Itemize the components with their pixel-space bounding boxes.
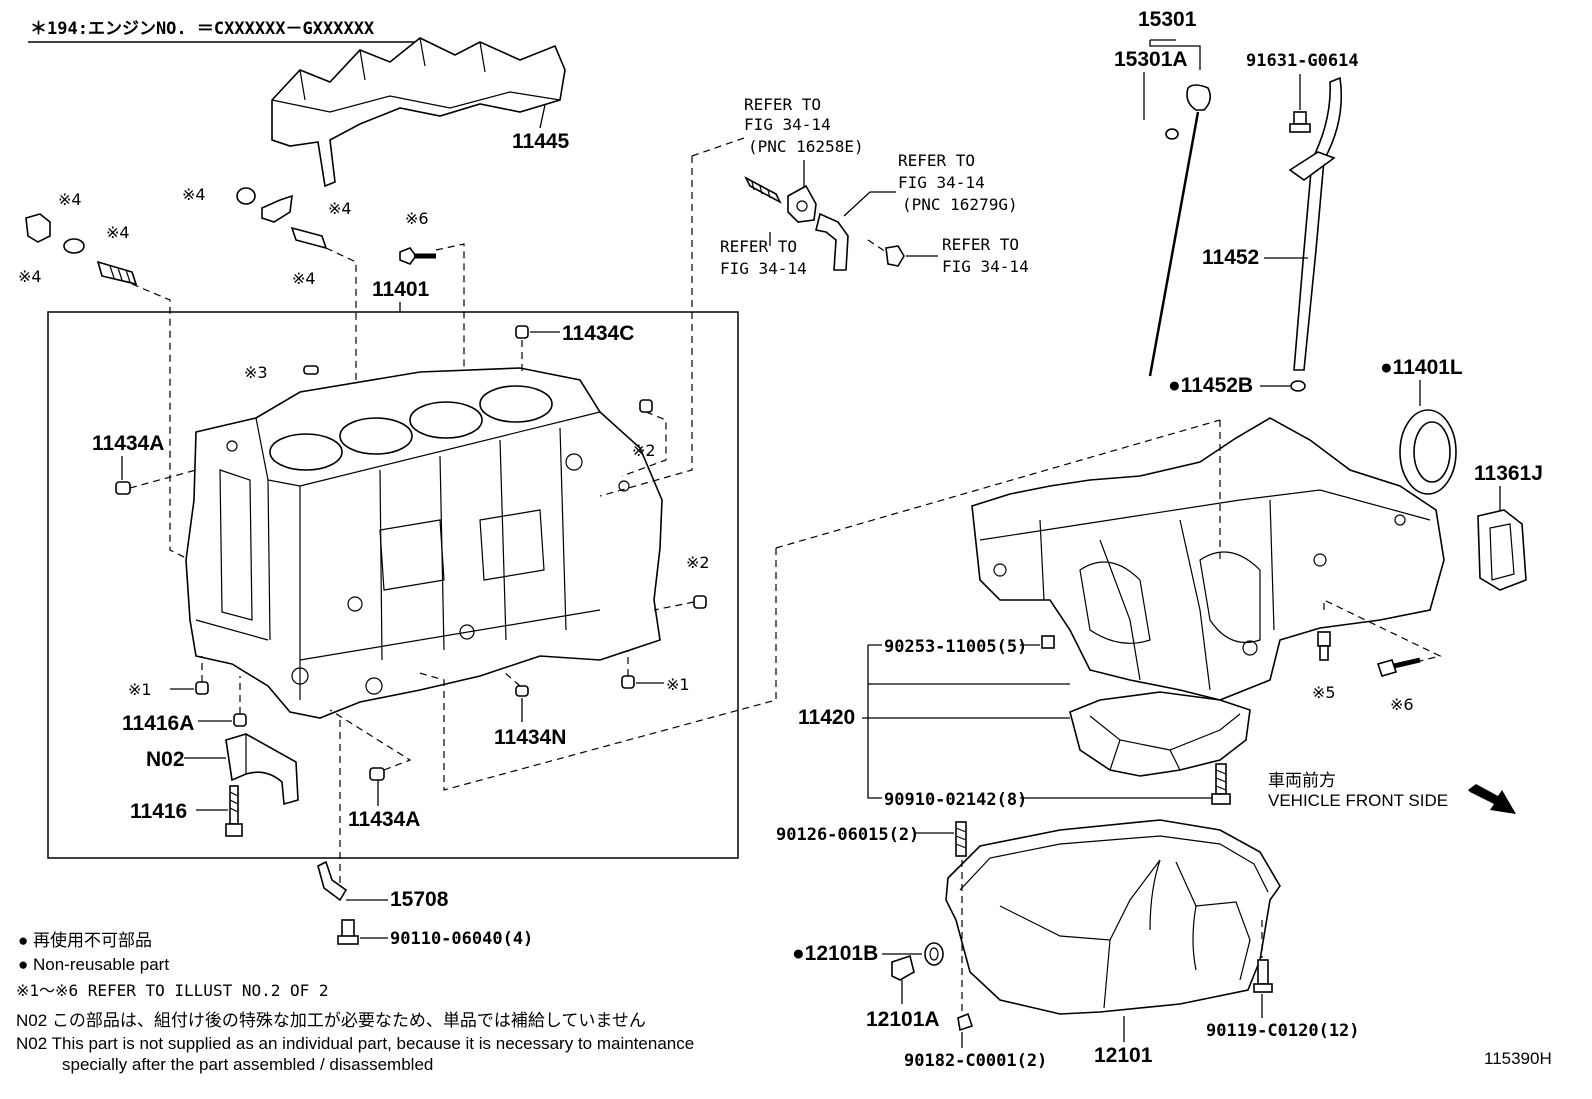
mark-6a: ※6 — [405, 209, 429, 228]
label-11401L: ●11401L — [1380, 356, 1463, 379]
mark-4f: ※4 — [292, 269, 316, 288]
stiffening-crankcase — [971, 417, 1445, 701]
legend-n02-jp: N02 この部品は、組付け後の特殊な加工が必要なため、単品では補給していません — [16, 1011, 646, 1030]
header-note: ＊194:エンジンNO. ＝CXXXXXX－GXXXXXX — [30, 19, 375, 39]
vehicle-front-en: VEHICLE FRONT SIDE — [1268, 791, 1448, 810]
label-12101: 12101 — [1094, 1044, 1153, 1067]
label-90253: 90253-11005(5) — [884, 637, 1027, 657]
legend-n02-en-2: specially after the part assembled / dis… — [62, 1055, 433, 1074]
label-90126: 90126-06015(2) — [776, 825, 919, 845]
oil-pan-bolts — [1041, 631, 1421, 805]
label-11434C: 11434C — [562, 322, 634, 345]
label-11416: 11416 — [130, 800, 187, 823]
refer-1-line2: FIG 34-14 — [744, 115, 831, 134]
oil-jet — [317, 860, 359, 945]
label-15708: 15708 — [390, 888, 449, 911]
refer-1-line3: (PNC 16258E) — [748, 137, 864, 156]
illustration-number: 115390H — [1484, 1049, 1552, 1068]
legend-n02-en-1: N02 This part is not supplied as an indi… — [16, 1034, 694, 1053]
bearing-cap — [225, 733, 299, 806]
refer-1-line1: REFER TO — [744, 95, 821, 114]
label-90910: 90910-02142(8) — [884, 790, 1027, 810]
refer-3-line2: FIG 34-14 — [720, 259, 807, 278]
refer-2-line3: (PNC 16279G) — [902, 195, 1018, 214]
main-bearing-cap-bolt — [225, 785, 243, 837]
oil-pan-baffle — [1069, 691, 1251, 777]
label-11445: 11445 — [512, 130, 570, 153]
crankshaft-rear-oil-seal — [1399, 409, 1457, 495]
label-11401: 11401 — [372, 278, 430, 301]
engine-block-frame — [47, 311, 739, 859]
label-90110: 90110-06040(4) — [390, 929, 533, 949]
mark-3: ※3 — [244, 363, 268, 382]
dowel-pins — [115, 325, 707, 781]
label-11452B: ●11452B — [1168, 374, 1253, 397]
cylinder-head-cover-insulator — [271, 37, 566, 188]
legend-nonreusable-jp: ● 再使用不可部品 — [18, 930, 152, 950]
mark-5: ※5 — [1312, 683, 1336, 702]
mark-2a: ※2 — [632, 441, 656, 460]
label-15301: 15301 — [1138, 8, 1197, 31]
label-11434A-bot: 11434A — [348, 808, 420, 831]
legend-refer: ※1～※6 REFER TO ILLUST NO.2 OF 2 — [16, 981, 329, 1000]
refer-2-line2: FIG 34-14 — [898, 173, 985, 192]
label-90182: 90182-C0001(2) — [904, 1051, 1047, 1071]
vehicle-front-arrow-icon — [1468, 784, 1516, 814]
refer-4-line1: REFER TO — [942, 235, 1019, 254]
label-11452: 11452 — [1202, 246, 1259, 269]
mark-4a: ※4 — [58, 190, 82, 209]
oil-level-gauge-guide — [1288, 76, 1343, 392]
label-N02: N02 — [146, 748, 185, 771]
mark-4b: ※4 — [18, 267, 42, 286]
label-90119: 90119-C0120(12) — [1206, 1021, 1360, 1041]
mark-4d: ※4 — [182, 185, 206, 204]
label-12101A: 12101A — [866, 1008, 940, 1031]
service-hole-cover — [1477, 509, 1527, 591]
refer-2-line1: REFER TO — [898, 151, 975, 170]
water-inlet-parts — [744, 176, 905, 271]
mark-6b: ※6 — [1390, 695, 1414, 714]
oil-level-gauge — [1148, 84, 1212, 377]
refer-4-line2: FIG 34-14 — [942, 257, 1029, 276]
oil-pan-lower — [945, 819, 1281, 1015]
label-11420: 11420 — [798, 706, 855, 729]
legend-nonreusable-en: ● Non-reusable part — [18, 955, 169, 974]
label-91631: 91631-G0614 — [1246, 51, 1359, 71]
bolt-cluster-top-left — [25, 187, 436, 286]
label-11361J: 11361J — [1474, 462, 1543, 485]
mark-1a: ※1 — [128, 680, 152, 699]
mark-1b: ※1 — [666, 675, 690, 694]
mark-4e: ※4 — [328, 199, 352, 218]
label-15301A: 15301A — [1114, 48, 1188, 71]
vehicle-front-jp: 車両前方 — [1268, 771, 1336, 790]
label-11434N: 11434N — [494, 726, 566, 749]
cylinder-block — [185, 367, 663, 719]
refer-3-line1: REFER TO — [720, 237, 797, 256]
label-11416A: 11416A — [122, 712, 194, 735]
label-11434A-top: 11434A — [92, 432, 164, 455]
oil-pan-hardware — [891, 821, 1273, 1032]
label-12101B: ●12101B — [792, 942, 878, 965]
mark-4c: ※4 — [106, 223, 130, 242]
mark-2b: ※2 — [686, 553, 710, 572]
